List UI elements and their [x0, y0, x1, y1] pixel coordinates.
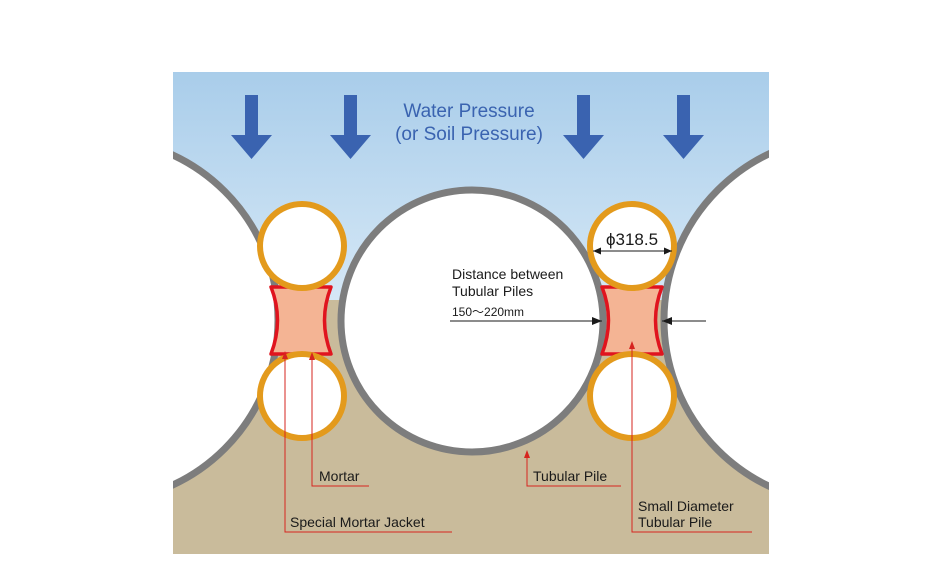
- small-pile-label-line-1: Small Diameter: [638, 498, 734, 514]
- leader-mortar: [311, 356, 369, 487]
- distance-dimension: Distance between Tubular Piles 150〜220mm: [450, 266, 706, 325]
- small-pile-left-bottom: [257, 351, 347, 441]
- leader-arrowhead: [524, 450, 530, 458]
- small-pile-left-top: [257, 201, 347, 291]
- distance-label-line-1: Distance between: [452, 266, 563, 282]
- mortar-label: Mortar: [319, 468, 360, 484]
- distance-value: 150〜220mm: [452, 305, 524, 319]
- leader-small-pile: [631, 345, 752, 533]
- mortar-jacket-left: [269, 285, 333, 356]
- mortar-jacket-right: [600, 285, 664, 356]
- leader-special-jacket: [284, 355, 452, 533]
- leader-arrowhead: [629, 341, 635, 349]
- small-pile-right-top: [587, 201, 677, 291]
- down-arrow-icon: [231, 95, 272, 159]
- special-jacket-label: Special Mortar Jacket: [290, 514, 425, 530]
- title-line-2: (or Soil Pressure): [395, 124, 543, 145]
- title-line-1: Water Pressure: [403, 101, 534, 122]
- tubular-pile-right: [660, 150, 769, 490]
- diameter-dimension: ϕ318.5: [593, 230, 672, 255]
- leader-arrowhead: [282, 351, 288, 359]
- down-arrow-icon: [563, 95, 604, 159]
- leader-arrowhead: [309, 352, 315, 360]
- diameter-label: ϕ318.5: [606, 230, 658, 249]
- distance-label-line-2: Tubular Piles: [452, 283, 533, 299]
- leader-tubular-pile: [526, 455, 621, 487]
- tubular-pile-label: Tubular Pile: [533, 468, 607, 484]
- down-arrow-icon: [330, 95, 371, 159]
- small-pile-label-line-2: Tubular Pile: [638, 514, 712, 530]
- down-arrow-icon: [663, 95, 704, 159]
